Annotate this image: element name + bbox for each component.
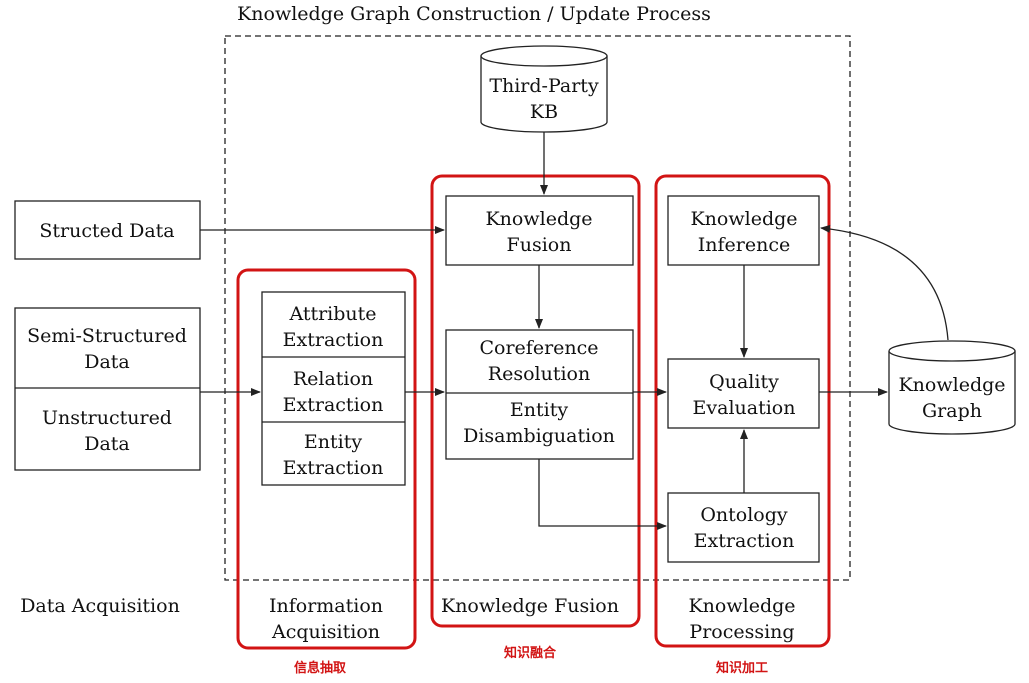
unstructured-line1: Unstructured — [42, 407, 172, 429]
relation-extraction-line1: Relation — [293, 368, 373, 390]
entity-extraction-line2: Extraction — [283, 457, 384, 479]
quality-evaluation-box — [667, 358, 820, 429]
coreference-line2: Resolution — [488, 363, 590, 385]
knowledge-graph-cylinder — [888, 340, 1016, 435]
third-party-kb-line1: Third-Party — [489, 75, 599, 97]
ontology-extraction-line1: Ontology — [700, 504, 788, 526]
third-party-kb-cylinder — [480, 45, 608, 133]
arrow-graph-to-inference — [820, 224, 949, 341]
semi-structured-line2: Data — [84, 351, 130, 373]
semi-unstructured-box — [14, 307, 201, 471]
disambiguation-line2: Disambiguation — [463, 425, 615, 447]
attribute-extraction-line2: Extraction — [283, 329, 384, 351]
diagram-title: Knowledge Graph Construction / Update Pr… — [237, 3, 711, 25]
arrow-disambiguation-to-ontology — [538, 459, 667, 530]
data-acquisition-caption: Data Acquisition — [20, 595, 180, 617]
information-acquisition-caption-line2: Acquisition — [271, 621, 380, 643]
knowledge-fusion-box — [445, 195, 634, 266]
information-acquisition-group — [236, 268, 417, 650]
knowledge-processing-group — [654, 174, 831, 648]
disambiguation-line1: Entity — [510, 399, 568, 421]
coreference-disambiguation-box — [445, 329, 634, 460]
knowledge-processing-caption-line1: Knowledge — [688, 595, 795, 617]
ontology-extraction-line2: Extraction — [694, 530, 795, 552]
knowledge-processing-caption-line2: Processing — [689, 621, 794, 643]
attribute-extraction-line1: Attribute — [288, 303, 376, 325]
knowledge-fusion-box-line1: Knowledge — [485, 208, 592, 230]
knowledge-graph-line2: Graph — [922, 400, 982, 422]
ontology-extraction-box — [667, 492, 820, 563]
knowledge-graph-line1: Knowledge — [898, 374, 1005, 396]
structured-data-label: Structed Data — [39, 220, 174, 242]
knowledge-fusion-group — [430, 174, 641, 628]
knowledge-inference-line1: Knowledge — [690, 208, 797, 230]
information-acquisition-caption-line1: Information — [269, 595, 383, 617]
knowledge-fusion-chinese-caption: 知识融合 — [504, 645, 557, 661]
knowledge-fusion-caption: Knowledge Fusion — [441, 595, 619, 617]
third-party-kb-line2: KB — [530, 101, 558, 123]
relation-extraction-line2: Extraction — [283, 394, 384, 416]
knowledge-processing-chinese-caption: 知识加工 — [716, 660, 768, 676]
unstructured-line2: Data — [84, 433, 130, 455]
knowledge-inference-box — [667, 195, 820, 266]
process-boundary — [224, 35, 851, 581]
quality-evaluation-line1: Quality — [709, 371, 779, 393]
entity-extraction-line1: Entity — [304, 431, 362, 453]
extraction-stack — [261, 291, 406, 486]
quality-evaluation-line2: Evaluation — [693, 397, 796, 419]
knowledge-inference-line2: Inference — [698, 234, 790, 256]
coreference-line1: Coreference — [479, 337, 598, 359]
knowledge-fusion-box-line2: Fusion — [507, 234, 572, 256]
information-acquisition-chinese-caption: 信息抽取 — [294, 660, 347, 676]
semi-structured-line1: Semi-Structured — [27, 325, 187, 347]
